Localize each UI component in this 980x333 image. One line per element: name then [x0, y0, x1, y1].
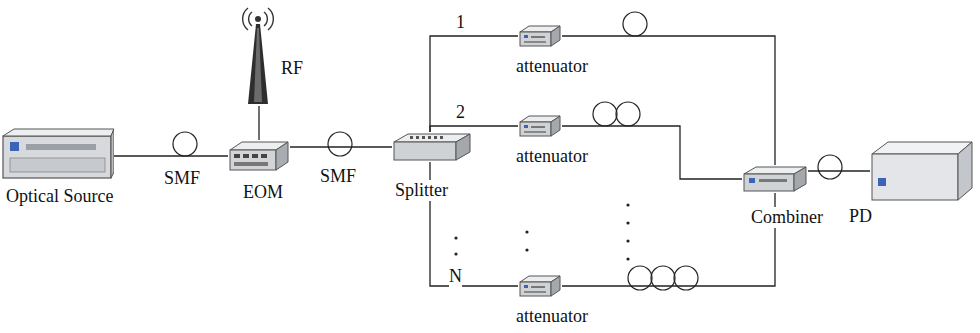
fiber-coil [623, 12, 647, 36]
branch-number: N [449, 266, 462, 287]
fiber-link [258, 106, 259, 140]
device-label: Combiner [750, 207, 824, 228]
attenuator: attenuator [515, 22, 607, 79]
fiber-coil [818, 155, 842, 179]
photodetector-icon [870, 140, 974, 207]
device-label: Optical Source [5, 186, 114, 207]
modulator: EOM [228, 138, 298, 206]
fiber-link [114, 155, 228, 156]
fiber-coil [328, 132, 352, 156]
device-label: attenuator [515, 146, 589, 167]
device-label: PD [848, 206, 873, 227]
splitter-icon [392, 132, 472, 167]
fiber-link [562, 126, 742, 179]
combiner: Combiner [742, 163, 834, 233]
attenuator: attenuator [515, 112, 607, 169]
rf-antenna: RF [240, 2, 306, 108]
fiber-link [562, 36, 775, 165]
combiner-icon [742, 165, 808, 198]
branch-number: 2 [456, 102, 465, 123]
fiber-label: SMF [164, 168, 200, 189]
attenuator-icon [518, 114, 562, 143]
splitter: Splitter [392, 128, 476, 206]
branch-number: 1 [456, 12, 465, 33]
device-label: EOM [242, 182, 284, 203]
fiber-link [430, 126, 518, 132]
optical-source-icon [2, 128, 114, 185]
fiber-coil [616, 102, 640, 126]
attenuator: attenuator [515, 272, 607, 329]
fiber-label: SMF [320, 166, 356, 187]
fiber-coil [593, 102, 617, 126]
modulator-icon [228, 140, 290, 177]
rf-antenna-icon [240, 2, 276, 111]
device-label: RF [280, 58, 304, 79]
optical-source: Optical Source [2, 128, 152, 210]
fiber-link [808, 170, 870, 171]
attenuator-icon [518, 24, 562, 53]
ellipsis-dots [454, 203, 629, 260]
photodetector: PD [848, 140, 976, 232]
device-label: attenuator [515, 306, 589, 327]
fiber-coil [173, 132, 197, 156]
device-label: attenuator [515, 56, 589, 77]
attenuator-icon [518, 274, 562, 303]
fiber-link [562, 193, 775, 286]
fiber-link [430, 36, 518, 132]
fiber-link [290, 146, 392, 147]
device-label: Splitter [394, 180, 449, 201]
